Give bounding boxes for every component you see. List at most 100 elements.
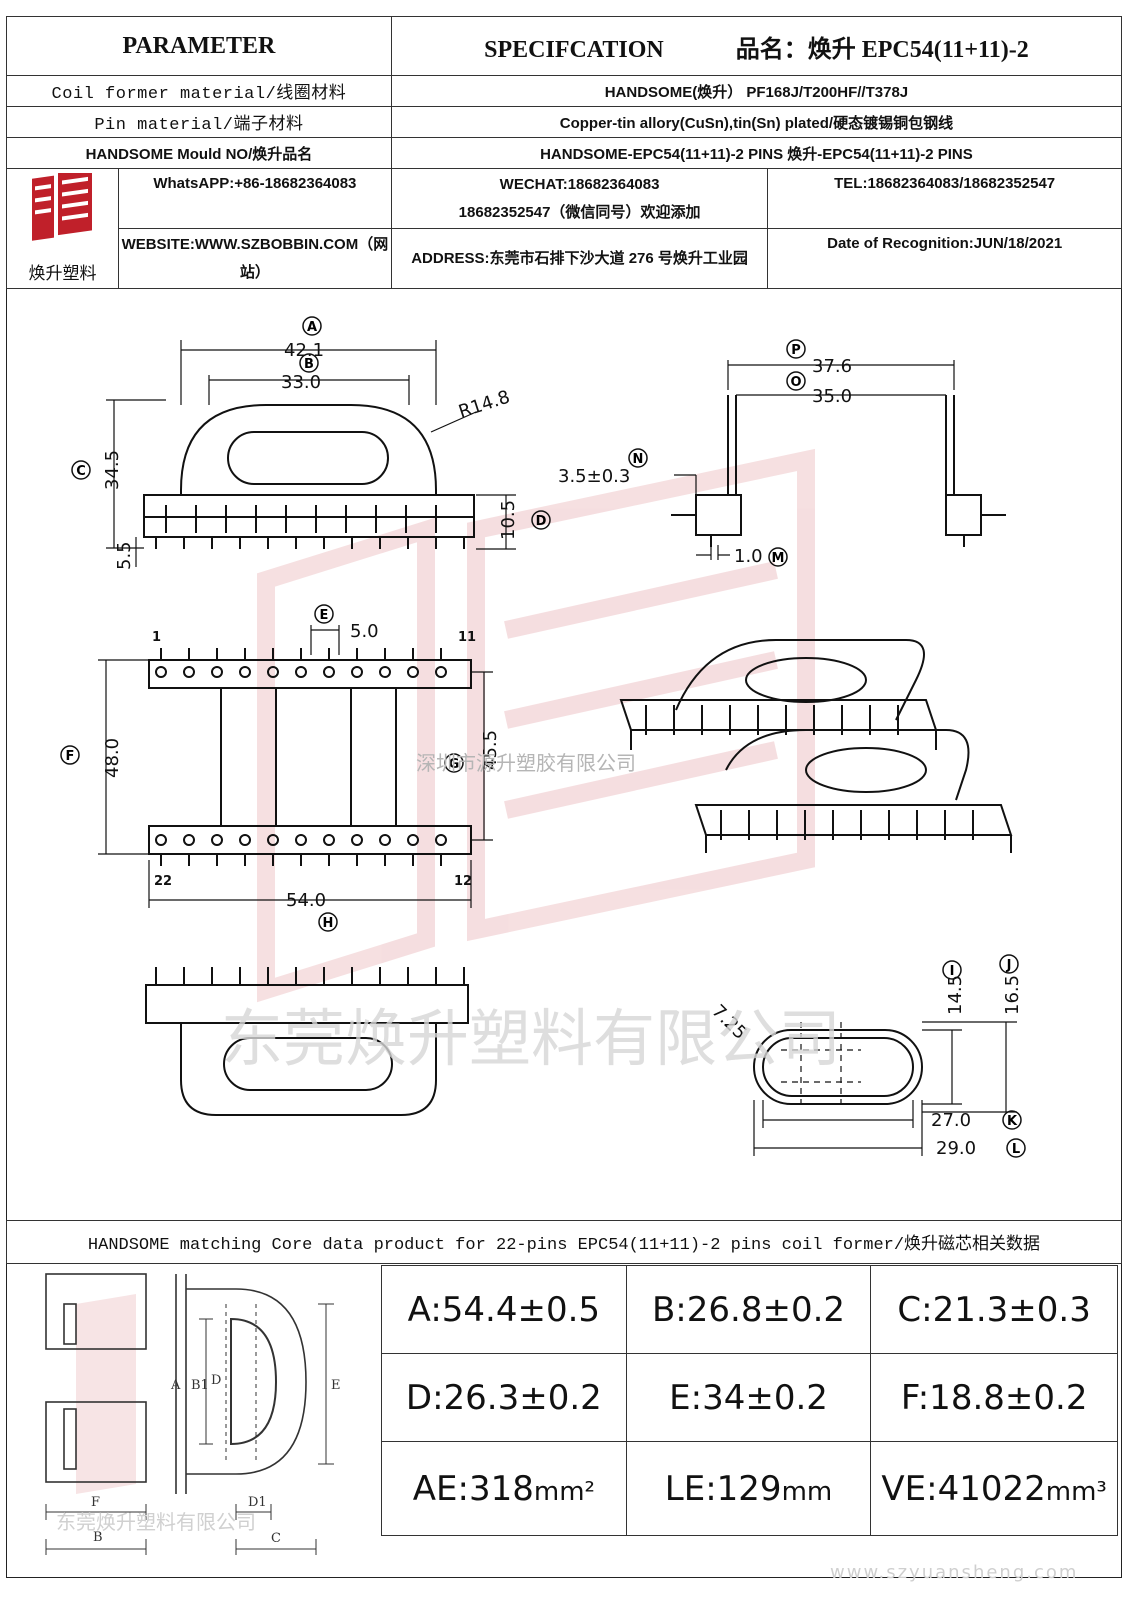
drawing-dimension-labels: 42.1 33.0 R14.8 34.5 10.5 5.5 37.6 35.0 …	[102, 340, 1023, 1159]
marker-h: H	[318, 912, 338, 932]
marker-d: D	[531, 510, 551, 530]
core-label-d1: D1	[248, 1495, 267, 1510]
core-label-a: A	[170, 1378, 181, 1393]
dim-b: 33.0	[281, 372, 321, 393]
core-dim-a: A:54.4±0.5	[381, 1265, 627, 1354]
marker-i: I	[942, 960, 962, 980]
svg-text:C: C	[76, 464, 86, 479]
core-dim-le-unit: mm	[781, 1476, 833, 1507]
dimension-letter-markers: A B C D P O N M E F G H I J K L	[60, 316, 1026, 1158]
svg-text:A: A	[307, 320, 317, 335]
watermark-company-large: 东莞焕升塑料有限公司	[221, 1002, 841, 1075]
core-label-f: F	[91, 1495, 100, 1510]
dim-m: 1.0	[734, 546, 763, 567]
dim-r: R14.8	[456, 387, 513, 423]
svg-text:N: N	[633, 452, 644, 467]
marker-o: O	[786, 371, 806, 391]
front-view-pins	[155, 537, 465, 549]
core-logo-watermark	[76, 1294, 136, 1494]
mould-no-label: HANDSOME Mould NO/焕升品名	[6, 137, 392, 169]
pin-11-label: 11	[458, 630, 476, 645]
dim-e: 5.0	[350, 621, 379, 642]
company-logo: 焕升塑料	[6, 168, 119, 289]
core-dim-ve: VE:41022mm³	[870, 1441, 1118, 1536]
address: ADDRESS:东莞市石排下沙大道 276 号焕升工业园	[390, 228, 769, 289]
marker-g: G	[444, 753, 464, 773]
svg-text:I: I	[950, 964, 955, 979]
pin-material-label: Pin material/端子材料	[6, 106, 392, 138]
core-watermark: 东莞焕升塑料有限公司	[56, 1510, 256, 1534]
core-dim-e: E:34±0.2	[625, 1353, 872, 1442]
header-table: PARAMETER SPECIFCATION 品名：焕升 EPC54(11+11…	[6, 16, 1123, 289]
marker-a: A	[302, 316, 322, 336]
pin-1-label: 1	[152, 630, 161, 645]
dim-l: 29.0	[936, 1138, 976, 1159]
core-dim-le: LE:129mm	[625, 1441, 872, 1536]
spec-heading: SPECIFCATION 品名：焕升 EPC54(11+11)-2	[390, 16, 1123, 76]
dim-p: 37.6	[812, 356, 852, 377]
dim-f: 48.0	[102, 738, 123, 778]
marker-f: F	[60, 745, 80, 765]
whatsapp: WhatsAPP:+86-18682364083	[117, 168, 392, 229]
core-dim-c: C:21.3±0.3	[870, 1265, 1118, 1354]
svg-text:M: M	[772, 551, 785, 566]
dim-5-5: 5.5	[114, 541, 135, 570]
dim-g: 45.5	[480, 730, 501, 770]
isometric-view	[619, 639, 1013, 853]
core-dim-ae-value: AE:318	[412, 1468, 534, 1509]
dim-d: 10.5	[498, 500, 519, 540]
svg-text:F: F	[66, 749, 75, 764]
core-drawing: A B C D E F D1 B1 东莞焕升塑料有限公司	[45, 1273, 341, 1555]
wechat: WECHAT:18682364083 18682352547（微信同号）欢迎添加	[390, 168, 769, 229]
svg-text:H: H	[323, 916, 334, 931]
svg-text:L: L	[1012, 1142, 1020, 1157]
core-dim-le-value: LE:129	[664, 1468, 782, 1509]
marker-c: C	[71, 460, 91, 480]
specification-label: SPECIFCATION	[484, 36, 664, 63]
website: WEBSITE:WWW.SZBOBBIN.COM（网站）	[117, 228, 392, 289]
coil-material-value: HANDSOME(焕升） PF168J/T200HF//T378J	[390, 75, 1123, 107]
pin-12-label: 12	[454, 874, 472, 889]
marker-l: L	[1006, 1138, 1026, 1158]
logo-icon	[32, 168, 93, 241]
core-dim-ae: AE:318mm²	[381, 1441, 627, 1536]
marker-j: J	[999, 954, 1019, 974]
mould-no-value: HANDSOME-EPC54(11+11)-2 PINS 焕升-EPC54(11…	[390, 137, 1123, 169]
marker-b: B	[299, 353, 319, 373]
dim-w: 54.0	[286, 890, 326, 911]
bottom-view-pin-pads	[155, 648, 447, 866]
wechat-line-1: WECHAT:18682364083	[499, 175, 660, 193]
dim-k: 27.0	[931, 1110, 971, 1131]
dim-c: 34.5	[102, 450, 123, 490]
marker-e: E	[314, 604, 334, 624]
core-label-b: B	[93, 1530, 103, 1545]
svg-text:D: D	[536, 514, 547, 529]
dim-j: 16.5	[1002, 975, 1023, 1015]
core-dim-d: D:26.3±0.2	[381, 1353, 627, 1442]
dim-n: 3.5±0.3	[558, 466, 630, 487]
core-label-c: C	[271, 1531, 281, 1546]
dim-o: 35.0	[812, 386, 852, 407]
marker-m: M	[768, 547, 788, 567]
logo-text: 焕升塑料	[28, 264, 97, 283]
marker-p: P	[786, 339, 806, 359]
svg-text:G: G	[449, 757, 460, 772]
svg-text:J: J	[1006, 958, 1012, 973]
telephone: TEL:18682364083/18682352547	[767, 168, 1122, 229]
background-logo-watermark	[257, 448, 815, 1003]
pin-22-label: 22	[154, 874, 172, 889]
core-dim-ve-value: VE:41022	[881, 1468, 1046, 1509]
svg-text:E: E	[320, 608, 329, 623]
coil-former-drawing: 42.1 33.0 R14.8 34.5 10.5 5.5 37.6 35.0 …	[60, 316, 1026, 1159]
recognition-date: Date of Recognition:JUN/18/2021	[767, 228, 1122, 289]
core-label-b1: B1	[191, 1378, 209, 1393]
parameter-heading: PARAMETER	[6, 16, 392, 76]
core-label-d: D	[211, 1373, 221, 1388]
watermark-company-small: 深圳市源升塑胶有限公司	[416, 751, 636, 775]
marker-k: K	[1002, 1110, 1022, 1130]
svg-text:B: B	[304, 357, 314, 372]
svg-text:P: P	[791, 343, 801, 358]
core-dim-f: F:18.8±0.2	[870, 1353, 1118, 1442]
product-name: 品名：焕升 EPC54(11+11)-2	[735, 36, 1029, 63]
dim-i: 14.5	[945, 975, 966, 1015]
